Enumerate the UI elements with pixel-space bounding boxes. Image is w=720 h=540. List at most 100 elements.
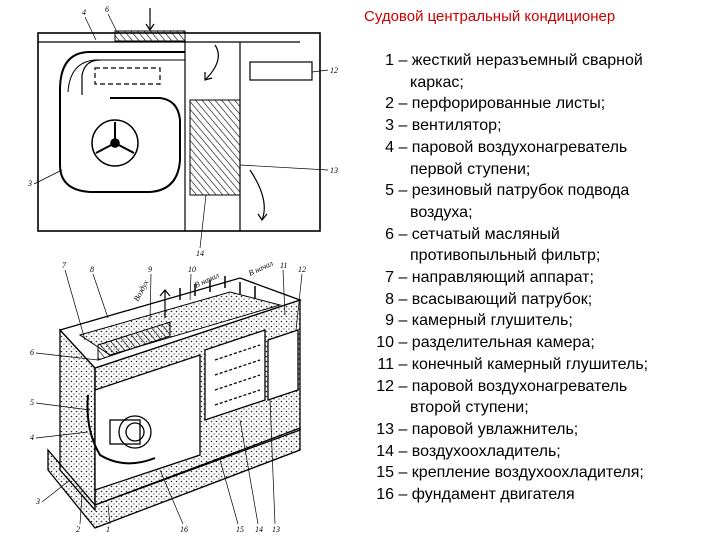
label-iso-3: 3 bbox=[35, 497, 40, 506]
legend-text: каркас; bbox=[410, 73, 464, 91]
legend-text: резиновый патрубок подвода bbox=[411, 182, 630, 200]
legend-item: 14 – воздухоохладитель; bbox=[356, 441, 718, 463]
legend-number: 12 bbox=[376, 377, 394, 395]
label-iso-10: 10 bbox=[188, 265, 196, 274]
label-top-13: 13 bbox=[330, 166, 338, 175]
legend-number: 14 bbox=[376, 442, 394, 460]
legend-dash: – bbox=[394, 225, 412, 243]
section-labels: 4 6 12 3 13 14 bbox=[27, 5, 338, 258]
legend-number: 9 bbox=[385, 312, 394, 330]
legend-number: 16 bbox=[376, 486, 394, 504]
legend-dash: – bbox=[394, 269, 412, 287]
section-leaders bbox=[33, 13, 329, 249]
legend-item: противопыльный фильтр; bbox=[356, 245, 718, 267]
legend-dash: – bbox=[394, 95, 412, 113]
legend-text: направляющий аппарат; bbox=[411, 269, 594, 287]
legend-text: жесткий неразъемный сварной bbox=[411, 52, 643, 69]
legend-item: 16 – фундамент двигателя bbox=[356, 484, 718, 506]
legend-text: фундамент двигателя bbox=[411, 486, 575, 504]
legend-dash: – bbox=[394, 355, 412, 373]
legend-text: воздуха; bbox=[410, 203, 473, 221]
legend-item: 5 – резиновый патрубок подвода bbox=[356, 180, 718, 202]
legend-item: 11 – конечный камерный глушитель; bbox=[356, 354, 718, 376]
legend-dash: – bbox=[394, 52, 412, 69]
legend-item: 2 – перфорированные листы; bbox=[356, 93, 718, 115]
legend-text: разделительная камера; bbox=[411, 334, 595, 352]
legend-item: 1 – жесткий неразъемный сварной bbox=[356, 50, 718, 72]
legend-item: 15 – крепление воздухоохладителя; bbox=[356, 462, 718, 484]
legend-dash: – bbox=[394, 486, 412, 504]
legend-number: 2 bbox=[385, 95, 394, 113]
legend-number: 10 bbox=[376, 334, 394, 352]
label-iso-13: 13 bbox=[272, 525, 280, 534]
legend-text: паровой увлажнитель; bbox=[411, 420, 579, 438]
legend-item: второй ступени; bbox=[356, 397, 718, 419]
legend-text: всасывающий патрубок; bbox=[411, 290, 593, 308]
legend-dash: – bbox=[394, 377, 412, 395]
page-title: Судовой центральный кондиционер bbox=[364, 8, 616, 25]
legend-text: паровой воздухонагреватель bbox=[411, 377, 628, 395]
legend-dash: – bbox=[394, 464, 412, 482]
legend-number: 7 bbox=[385, 269, 394, 287]
legend-text: перфорированные листы; bbox=[411, 95, 606, 113]
legend-text: первой ступени; bbox=[410, 160, 531, 178]
legend-item: 13 – паровой увлажнитель; bbox=[356, 419, 718, 441]
legend-number: 15 bbox=[376, 464, 394, 482]
label-iso-7: 7 bbox=[62, 261, 67, 270]
label-iso-4: 4 bbox=[30, 433, 34, 442]
legend-text: паровой воздухонагреватель bbox=[411, 138, 628, 156]
legend-dash: – bbox=[394, 420, 412, 438]
air-conditioner-figure: 4 6 12 3 13 14 bbox=[27, 5, 338, 534]
legend-dash: – bbox=[394, 138, 412, 156]
isometric-view bbox=[47, 276, 302, 529]
label-top-14: 14 bbox=[196, 249, 204, 258]
legend-number: 4 bbox=[385, 138, 394, 156]
label-iso-5: 5 bbox=[30, 398, 34, 407]
legend-text: воздухоохладитель; bbox=[411, 442, 561, 460]
legend-dash: – bbox=[394, 182, 412, 200]
legend-number: 3 bbox=[385, 117, 394, 135]
legend-item: первой ступени; bbox=[356, 159, 718, 181]
legend-item: 6 – сетчатый масляный bbox=[356, 224, 718, 246]
legend-dash: – bbox=[394, 442, 412, 460]
legend-text: противопыльный фильтр; bbox=[410, 247, 601, 265]
label-iso-12: 12 bbox=[298, 265, 306, 274]
label-top-6: 6 bbox=[105, 5, 109, 14]
legend-item: воздуха; bbox=[356, 202, 718, 224]
legend-number: 6 bbox=[385, 225, 394, 243]
legend-item: 9 – камерный глушитель; bbox=[356, 310, 718, 332]
legend-text: конечный камерный глушитель; bbox=[411, 355, 649, 373]
legend-item: 12 – паровой воздухонагреватель bbox=[356, 376, 718, 398]
legend-dash: – bbox=[394, 334, 412, 352]
legend-dash: – bbox=[394, 290, 412, 308]
legend-number: 11 bbox=[377, 355, 394, 373]
label-iso-14: 14 bbox=[255, 525, 263, 534]
legend-number: 8 bbox=[385, 290, 394, 308]
legend-text: вентилятор; bbox=[411, 117, 502, 135]
legend-item: 10 – разделительная камера; bbox=[356, 332, 718, 354]
label-top-3: 3 bbox=[27, 179, 32, 188]
legend-text: крепление воздухоохладителя; bbox=[411, 464, 644, 482]
legend-item: 4 – паровой воздухонагреватель bbox=[356, 137, 718, 159]
legend-item: 7 – направляющий аппарат; bbox=[356, 267, 718, 289]
label-iso-16: 16 bbox=[180, 525, 188, 534]
label-iso-6: 6 bbox=[30, 348, 34, 357]
isometric-labels: 7 8 9 10 11 12 6 5 4 3 2 1 16 15 14 13 В… bbox=[30, 258, 306, 534]
legend-text: второй ступени; bbox=[410, 399, 529, 417]
legend-item: каркас; bbox=[356, 72, 718, 94]
section-view bbox=[37, 8, 321, 232]
label-iso-1: 1 bbox=[106, 525, 110, 534]
isometric-leaders bbox=[35, 269, 303, 525]
label-iso-8: 8 bbox=[90, 265, 94, 274]
legend-text: камерный глушитель; bbox=[411, 312, 573, 330]
label-iso-9: 9 bbox=[148, 265, 152, 274]
legend-dash: – bbox=[394, 312, 412, 330]
legend-item: 8 – всасывающий патрубок; bbox=[356, 289, 718, 311]
legend-item: 3 – вентилятор; bbox=[356, 115, 718, 137]
legend-number: 13 bbox=[376, 420, 394, 438]
legend-text: сетчатый масляный bbox=[411, 225, 560, 243]
label-iso-2: 2 bbox=[76, 525, 80, 534]
label-top-12: 12 bbox=[330, 66, 338, 75]
label-start-2: В начал bbox=[247, 258, 275, 277]
